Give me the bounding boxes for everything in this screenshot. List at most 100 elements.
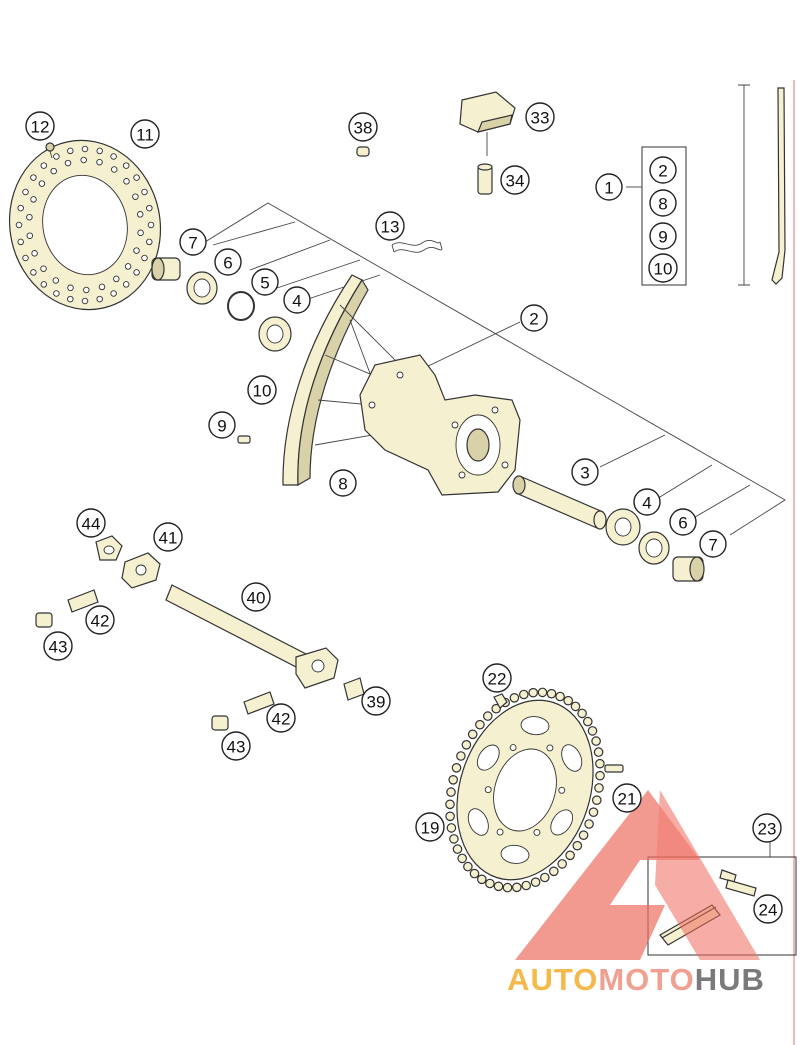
sprocket-bolt-hole <box>546 744 554 752</box>
plug-39 <box>343 677 365 701</box>
callout-7: 7 <box>699 530 727 558</box>
sprocket-tooth <box>577 708 587 719</box>
callout-43: 43 <box>43 631 73 661</box>
callout-label: 3 <box>580 464 589 483</box>
callout-label: 4 <box>292 292 301 311</box>
nut-22 <box>493 693 508 709</box>
callout-label: 39 <box>367 693 386 712</box>
callout-23: 23 <box>752 813 782 843</box>
callout-label: 43 <box>49 638 68 657</box>
callout-circle <box>214 248 242 276</box>
callout-label: 8 <box>338 475 347 494</box>
disc-hole <box>113 275 120 283</box>
callout-label: 21 <box>618 790 637 809</box>
callout-circle <box>669 508 697 536</box>
nut-43-bottom <box>211 715 229 731</box>
sprocket-tooth <box>476 874 487 885</box>
sprocket-tooth <box>539 872 550 883</box>
sprocket-bolt-hole <box>533 828 541 836</box>
callout-circle <box>76 508 106 538</box>
spoke <box>738 84 786 286</box>
sprocket-tooth <box>591 795 602 805</box>
sprocket-tooth <box>451 762 462 773</box>
disc-hole <box>50 167 57 175</box>
callout-circle <box>348 112 378 142</box>
sprocket-window <box>500 844 530 864</box>
callout-43: 43 <box>221 731 251 761</box>
hub <box>359 354 521 496</box>
sprocket-tooth <box>461 739 472 750</box>
axle-40 <box>165 584 339 689</box>
callout-circle <box>649 222 677 250</box>
sprocket-tooth <box>456 751 466 761</box>
sprocket-tooth <box>445 811 455 822</box>
callout-4: 4 <box>283 286 311 314</box>
callout-42: 42 <box>85 605 115 635</box>
callout-label: 40 <box>247 589 266 608</box>
callout-circle <box>649 156 677 184</box>
disc-hole <box>31 250 38 257</box>
callout-circle <box>753 894 783 924</box>
callout-circle <box>251 268 279 296</box>
callout-24: 24 <box>753 894 783 924</box>
sprocket-tooth <box>570 701 581 712</box>
callout-11: 11 <box>130 119 160 149</box>
sprocket-tooth <box>587 726 598 736</box>
callout-label: 4 <box>642 494 651 513</box>
disc-hole <box>141 254 148 262</box>
sprocket-tooth <box>565 850 575 861</box>
rim-tape-13 <box>391 240 443 253</box>
disc-hole <box>30 174 37 181</box>
disc-hole <box>133 174 140 181</box>
sprocket-tooth <box>457 853 467 864</box>
disc-hole <box>96 147 103 155</box>
sprocket-tooth <box>595 758 605 769</box>
callout-label: 1 <box>604 179 613 198</box>
callout-33: 33 <box>525 102 555 132</box>
sprocket-tooth <box>493 881 504 892</box>
sprocket-tooth <box>448 774 458 785</box>
callout-label: 13 <box>381 218 400 237</box>
sprocket-tooth <box>548 866 559 877</box>
disc-hole <box>67 284 74 292</box>
rim-lock-33 <box>459 91 516 156</box>
callout-10: 10 <box>247 375 277 405</box>
callout-label: 43 <box>227 738 246 757</box>
callout-circle <box>221 731 251 761</box>
callout-label: 41 <box>159 529 178 548</box>
callout-label: 44 <box>82 515 101 534</box>
callout-40: 40 <box>241 582 271 612</box>
callout-label: 38 <box>354 119 373 138</box>
nut-43-top <box>35 612 53 628</box>
sprocket-tooth <box>528 687 538 698</box>
callout-label: 12 <box>31 118 50 137</box>
sprocket-tooth <box>537 687 548 698</box>
callout-circle <box>241 582 271 612</box>
callout-label: 11 <box>136 126 154 145</box>
callout-38: 38 <box>348 112 378 142</box>
disc-hole <box>136 211 144 218</box>
sprocket-tooth <box>593 747 604 757</box>
circlip-5 <box>227 291 255 321</box>
callout-2: 2 <box>649 156 677 184</box>
disc-hole <box>52 277 60 284</box>
callout-9: 9 <box>649 222 677 250</box>
callout-22: 22 <box>482 663 512 693</box>
sprocket-tooth <box>445 799 455 810</box>
sprocket-window <box>476 744 500 771</box>
watermark-part-moto: MOTO <box>598 962 694 997</box>
disc-hole <box>110 166 118 173</box>
sprocket-tooth <box>584 819 594 829</box>
callout-label: 9 <box>217 417 226 436</box>
disc-hole <box>98 283 106 291</box>
sprocket-tooth <box>595 770 605 781</box>
disc-hole <box>22 254 29 262</box>
disc-hole <box>22 188 29 196</box>
spoke-kit-box <box>641 146 687 286</box>
callout-19: 19 <box>415 812 445 842</box>
sprocket-tooth <box>446 787 456 797</box>
callout-3: 3 <box>571 458 599 486</box>
disc-hole <box>17 238 24 246</box>
leader-frame-top <box>204 202 786 536</box>
disc-hole <box>81 145 89 153</box>
